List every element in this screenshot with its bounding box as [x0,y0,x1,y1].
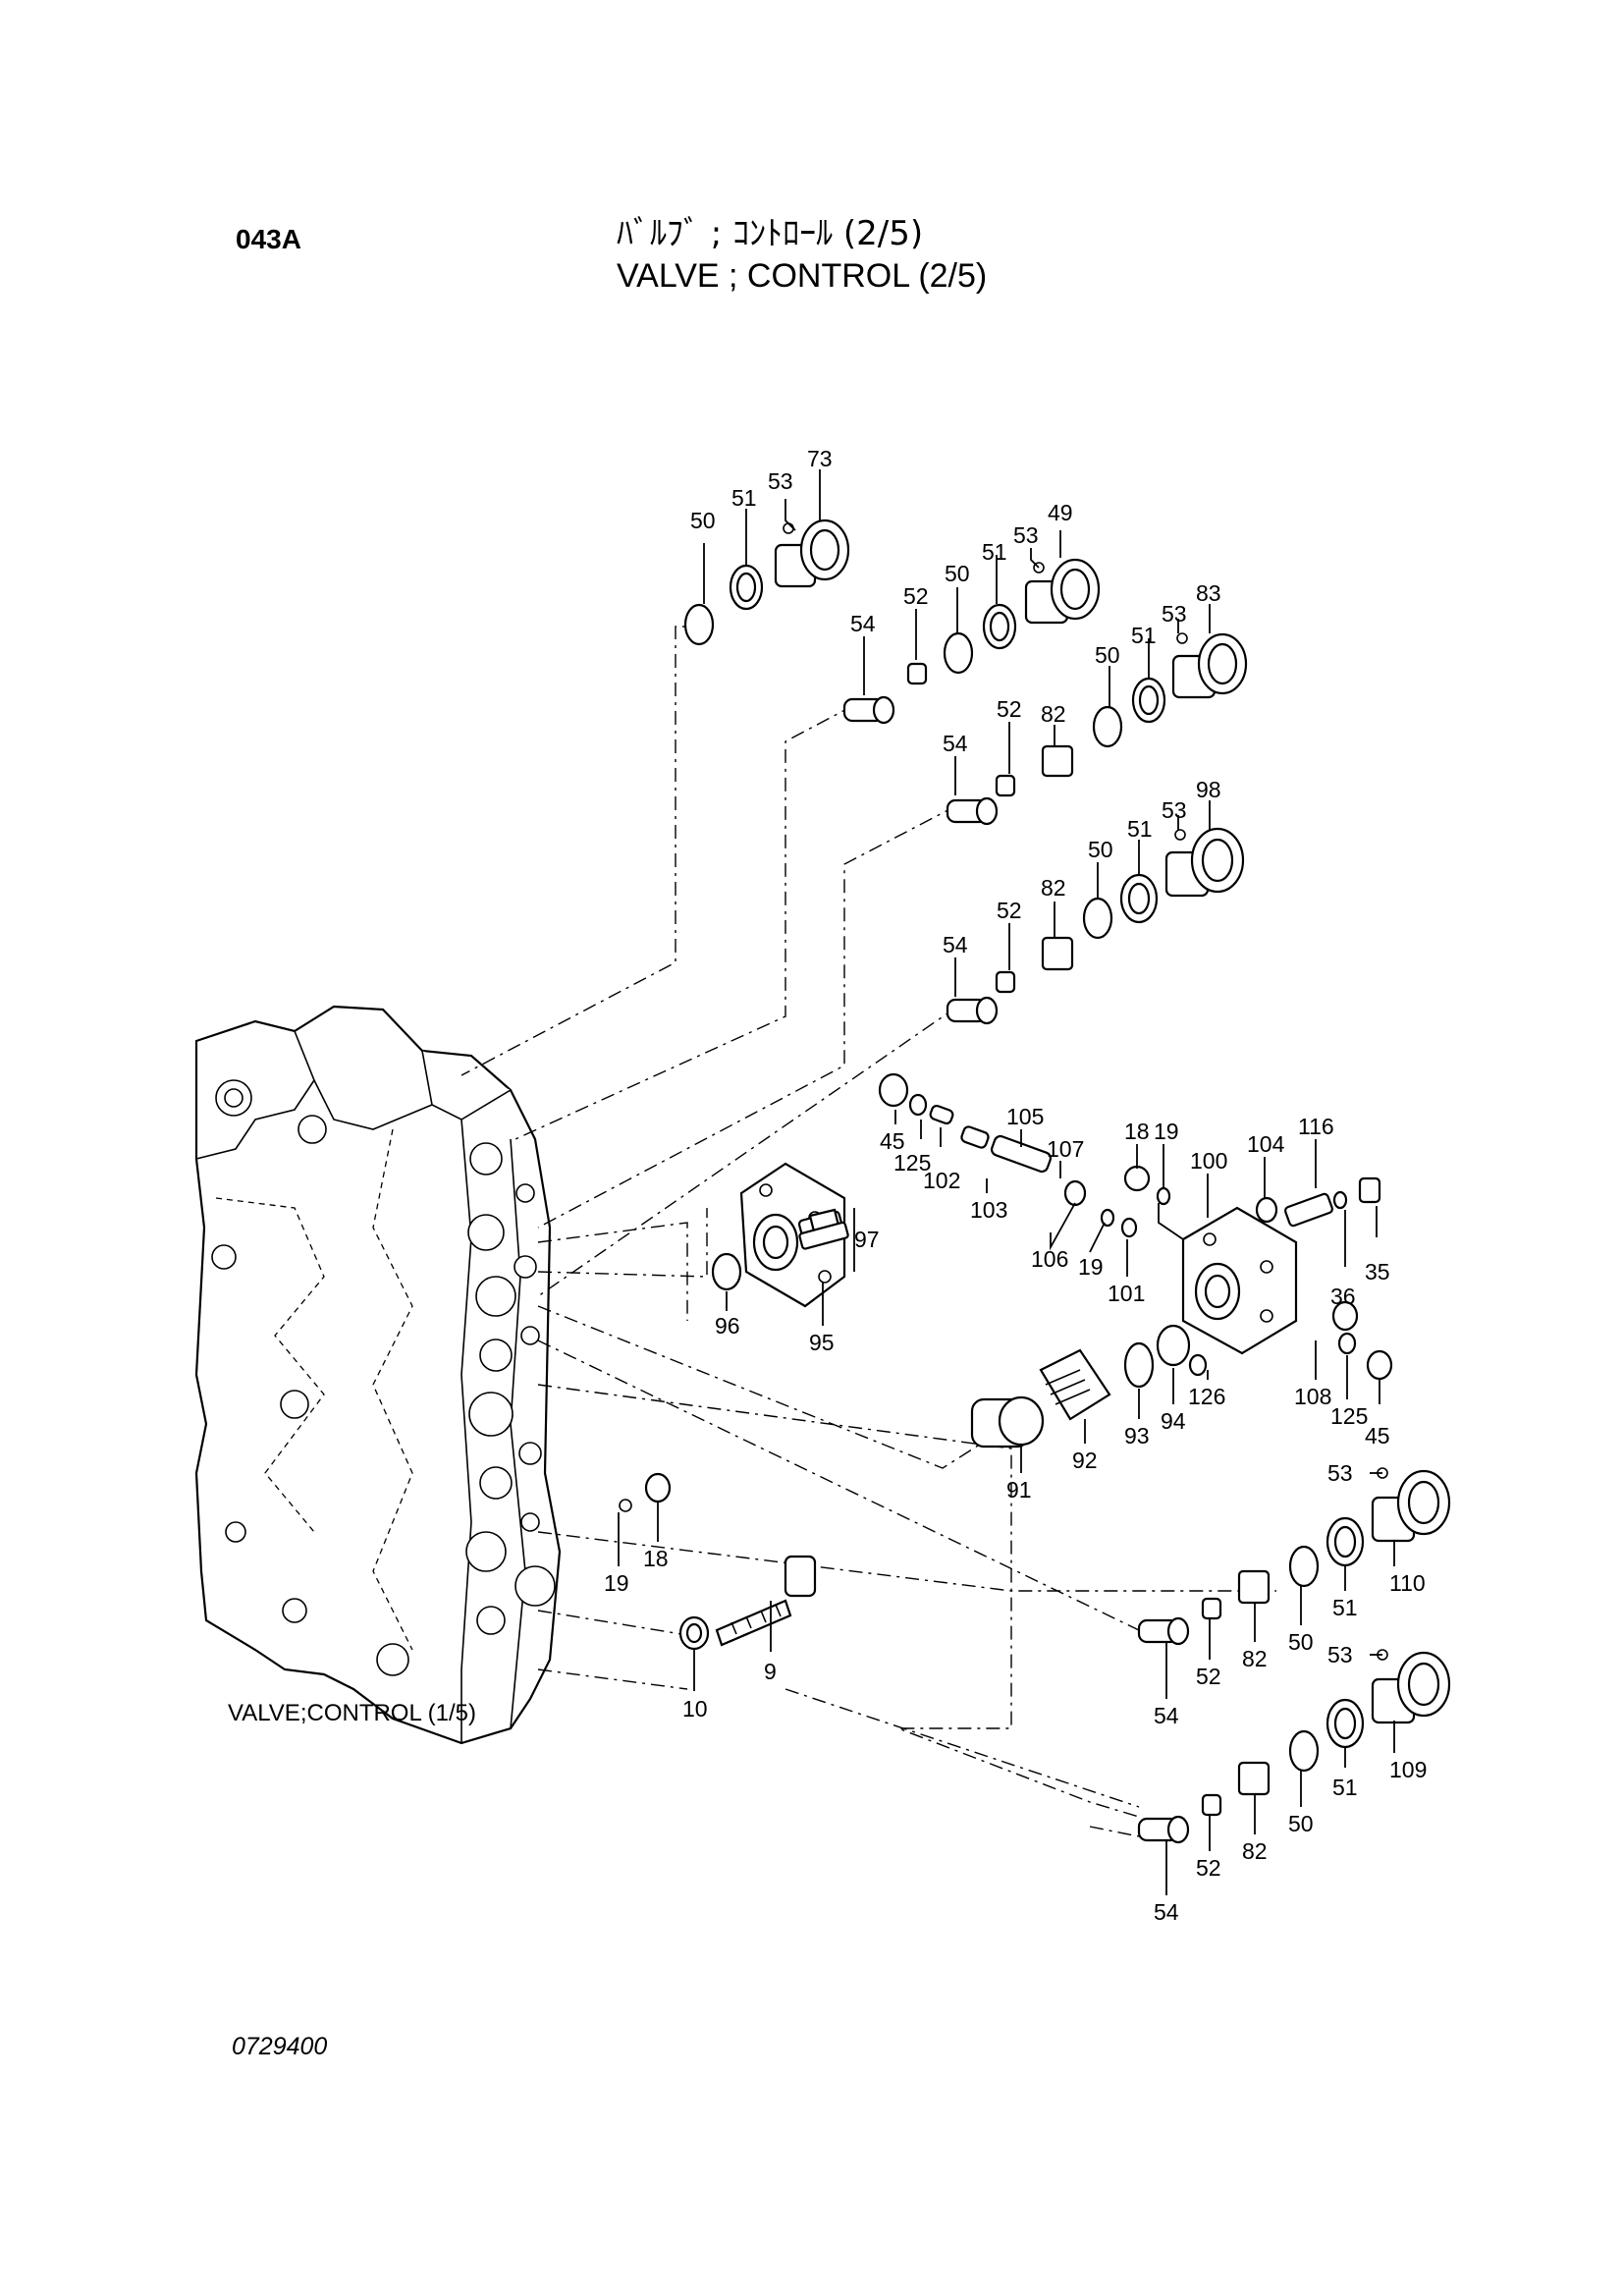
callout-83: 83 [1196,580,1221,606]
callout-50: 50 [945,561,970,586]
callout-51: 51 [1332,1775,1358,1800]
callout-52: 52 [903,583,929,609]
callout-96: 96 [715,1313,740,1339]
callout-54: 54 [1154,1703,1179,1728]
callout-103: 103 [970,1197,1007,1223]
callout-101: 101 [1108,1281,1145,1306]
callout-51: 51 [731,485,757,511]
callout-51: 51 [1127,816,1153,842]
callout-51: 51 [1332,1595,1358,1620]
callout-106: 106 [1031,1246,1068,1272]
plug-assembly-83 [946,632,1248,826]
drawing-number: 0729400 [232,2033,328,2060]
callout-51: 51 [982,539,1007,565]
callout-82: 82 [1041,701,1066,727]
title-japanese: ﾊﾞﾙﾌﾞ ; ｺﾝﾄﾛｰﾙ (2/5) [617,214,924,253]
callout-98: 98 [1196,777,1221,802]
callout-53: 53 [1013,522,1039,548]
callout-82: 82 [1242,1838,1268,1864]
callout-125: 125 [893,1150,931,1175]
callout-50: 50 [1088,837,1113,862]
callout-97: 97 [854,1227,880,1252]
callout-53: 53 [1162,601,1187,627]
cover-and-cap-cluster [711,1072,1393,1449]
callout-102: 102 [923,1168,960,1193]
callout-82: 82 [1242,1646,1268,1671]
callout-labels: 73 53 51 50 49 53 51 50 52 54 83 53 51 5… [228,446,1427,1925]
callout-52: 52 [1196,1664,1221,1689]
callout-105: 105 [1006,1104,1044,1129]
callout-53: 53 [1327,1460,1353,1486]
callout-91: 91 [1006,1477,1032,1503]
callout-50: 50 [1095,642,1120,668]
callout-126: 126 [1188,1384,1225,1409]
assembly-lines [460,626,1276,1837]
callout-104: 104 [1247,1131,1285,1157]
callout-50: 50 [690,508,716,533]
callout-107: 107 [1047,1136,1084,1162]
callout-9: 9 [764,1659,777,1684]
plug-assembly-73 [683,519,850,646]
plug-assembly-98 [946,827,1245,1025]
callout-49: 49 [1048,500,1073,525]
callout-54: 54 [943,731,968,756]
callout-19: 19 [1154,1119,1179,1144]
callout-116: 116 [1298,1114,1334,1139]
callout-95: 95 [809,1330,835,1355]
callout-53: 53 [768,468,793,494]
callout-54: 54 [850,611,876,636]
callout-45: 45 [1365,1423,1390,1449]
callout-110: 110 [1389,1570,1426,1596]
plug-assembly-110 [1137,1467,1451,1646]
title-english: VALVE ; CONTROL (2/5) [617,257,988,295]
bolt-washer-group [619,1472,817,1651]
callout-94: 94 [1161,1408,1186,1434]
callout-45: 45 [880,1128,905,1154]
valve-body [194,1005,562,1745]
callout-93: 93 [1124,1423,1150,1449]
leader-lines [618,469,1395,1895]
callout-50: 50 [1288,1811,1314,1836]
callout-18: 18 [1124,1119,1150,1144]
callout-51: 51 [1131,623,1157,648]
callout-109: 109 [1389,1757,1427,1782]
callout-50: 50 [1288,1629,1314,1655]
callout-53: 53 [1327,1642,1353,1667]
callout-52: 52 [997,898,1022,923]
callout-52: 52 [997,696,1022,722]
callout-92: 92 [1072,1448,1098,1473]
plug-assembly-109 [1137,1649,1451,1844]
callout-54: 54 [1154,1899,1179,1925]
callout-19: 19 [1078,1254,1104,1280]
callout-108: 108 [1294,1384,1331,1409]
callout-73: 73 [807,446,833,471]
callout-35: 35 [1365,1259,1390,1285]
callout-82: 82 [1041,875,1066,901]
callout-18: 18 [643,1546,669,1571]
plug-assembly-49 [842,558,1101,725]
callout-52: 52 [1196,1855,1221,1881]
callout-10: 10 [682,1696,708,1722]
page-code: 043A [236,224,301,254]
callout-19: 19 [604,1570,629,1596]
callout-54: 54 [943,932,968,957]
reference-label-valve-control-1-5: VALVE;CONTROL (1/5) [228,1700,476,1726]
callout-125: 125 [1330,1403,1368,1429]
callout-36: 36 [1330,1284,1356,1309]
callout-100: 100 [1190,1148,1227,1174]
callout-53: 53 [1162,797,1187,823]
